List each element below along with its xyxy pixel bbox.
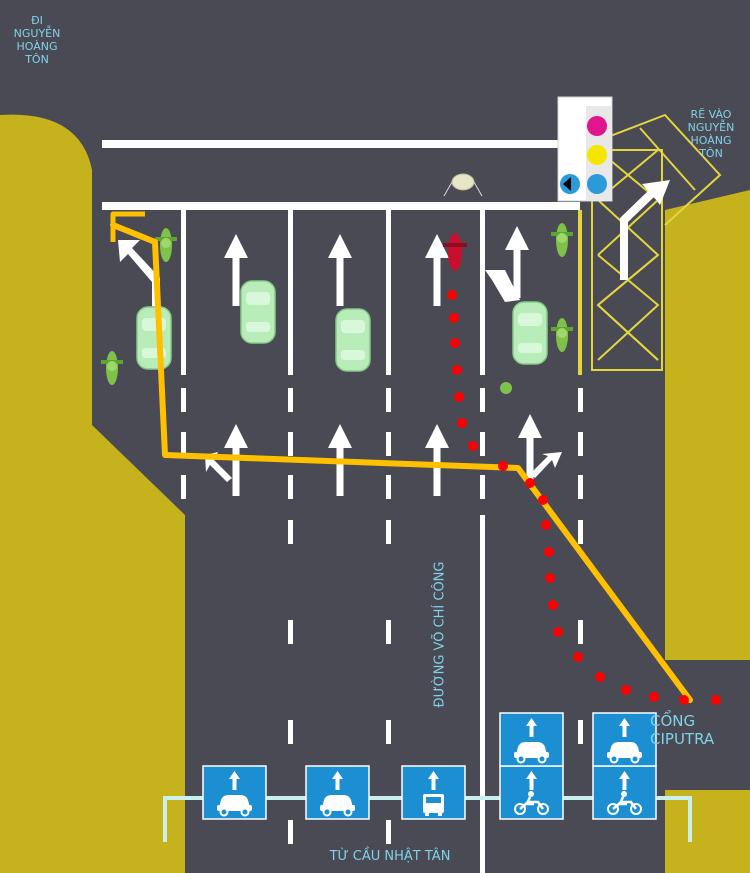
green-lamp — [587, 174, 607, 194]
lane-sign — [305, 765, 370, 820]
vehicles — [101, 223, 573, 394]
arrow-up-icon — [229, 771, 240, 790]
arrow-up-icon — [526, 718, 537, 737]
label-top-left-line: HOÀNG — [16, 40, 58, 53]
right-arrow-lower — [530, 452, 562, 478]
car-icon — [514, 742, 549, 764]
lane-sign — [592, 712, 657, 767]
yellow-route — [110, 222, 693, 703]
right-sidewalk — [665, 190, 750, 660]
lane-sign — [202, 765, 267, 820]
lane-signs — [202, 712, 657, 820]
stop-line-far — [102, 140, 562, 148]
lane-sign — [499, 712, 564, 767]
label-top-left-line: ĐI — [31, 14, 43, 27]
bus-icon — [423, 794, 444, 816]
label-top-right-line: RẼ VÀO — [690, 108, 732, 121]
arrow-up-icon — [428, 771, 439, 790]
yellow-lamp — [587, 145, 607, 165]
lane-arrows-bottom — [205, 414, 562, 496]
traffic-light — [557, 96, 613, 202]
label-top-left-line: NGUYỄN — [13, 27, 61, 40]
yellow-route-head — [110, 211, 145, 242]
lane-sign — [499, 765, 564, 820]
label-top-left: ĐI NGUYỄN HOÀNG TÔN — [2, 14, 72, 66]
label-top-right-line: TÔN — [699, 147, 723, 160]
label-top-left-line: TÔN — [25, 53, 49, 66]
label-right-gate-line: CỔNG — [650, 712, 696, 730]
left-sidewalk — [0, 114, 185, 873]
motorbike-icon — [607, 791, 642, 815]
right-turn-arrow-upper — [620, 180, 670, 280]
label-top-right-line: HOÀNG — [690, 134, 732, 147]
lane-sign — [592, 765, 657, 820]
car-icon — [217, 795, 252, 817]
arrow-up-icon — [332, 771, 343, 790]
label-right-gate-line: CIPUTRA — [650, 730, 715, 748]
arrow-up-icon — [619, 771, 630, 790]
car-icon — [320, 795, 355, 817]
label-bottom: TỪ CẦU NHẬT TÂN — [329, 849, 451, 864]
right-lower-sidewalk — [665, 790, 750, 873]
arrow-up-icon — [619, 718, 630, 737]
arrow-up-icon — [526, 771, 537, 790]
label-road-name: ĐƯỜNG VÕ CHÍ CÔNG — [432, 561, 448, 708]
car-icon — [607, 742, 642, 764]
label-top-right: RẼ VÀO NGUYỄN HOÀNG TÔN — [672, 108, 750, 160]
lane-dividers — [181, 210, 583, 873]
red-motorbike — [443, 233, 467, 271]
camera-icon — [443, 173, 483, 197]
stop-line-near — [102, 202, 580, 210]
lane-sign — [401, 765, 466, 820]
uturn-arrow — [485, 270, 520, 302]
red-dotted-route — [447, 290, 721, 705]
label-top-right-line: NGUYỄN — [687, 121, 735, 134]
motorbike-icon — [514, 791, 549, 815]
label-right-gate: CỔNG CIPUTRA — [650, 712, 740, 748]
red-lamp — [587, 116, 607, 136]
